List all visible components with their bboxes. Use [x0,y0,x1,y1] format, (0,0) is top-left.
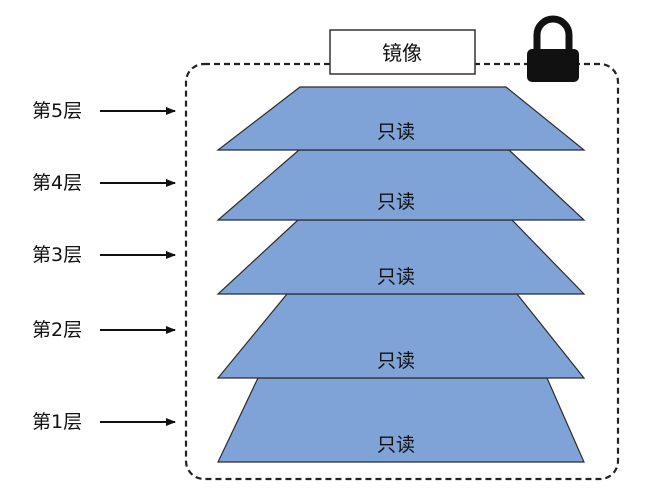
layer-1-text: 只读 [377,434,415,456]
layer-5-shape [216,86,586,151]
lock-icon [527,15,579,82]
layer-4-text: 只读 [377,191,415,213]
image-title: 镜像 [382,41,422,65]
layer-label-3: 第3层 [32,244,82,266]
layer-3-text: 只读 [377,266,415,288]
image-container [184,62,620,481]
layer-labels: 第5层 第4层 第3层 第2层 第1层 [32,100,176,433]
layer-label-5: 第5层 [32,100,82,122]
layer-label-1: 第1层 [32,411,82,433]
layer-5-text: 只读 [377,121,415,143]
layer-label-2: 第2层 [32,319,82,341]
layer-label-4: 第4层 [32,172,82,194]
layer-stack: 只读 只读 只读 只读 只读 [216,86,586,463]
layer-2-text: 只读 [377,350,415,372]
image-title-box [329,29,476,75]
